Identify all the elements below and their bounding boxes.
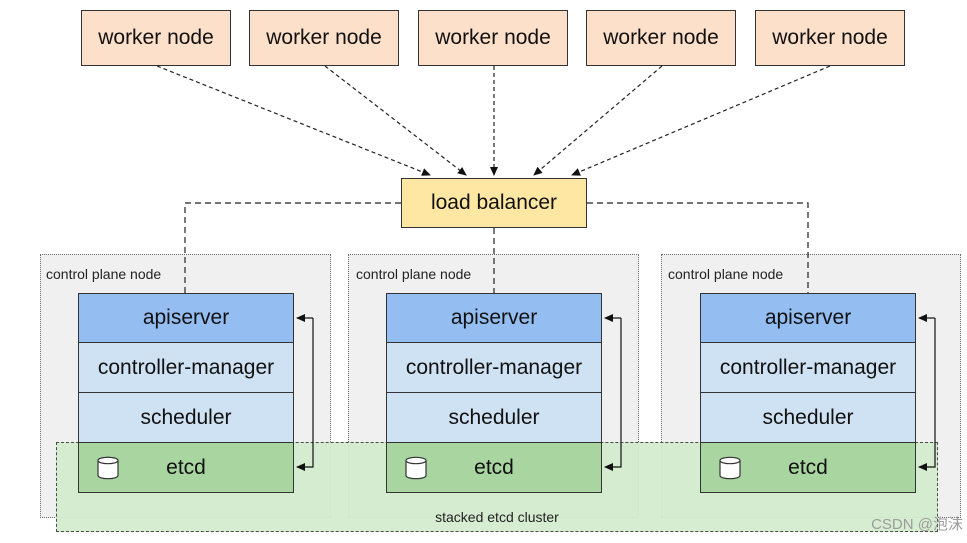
etcd-box: etcd [78,443,294,493]
worker-node-box: worker node [586,10,736,66]
watermark: CSDN @泡沫 [871,516,963,533]
etcd-label: etcd [166,455,206,479]
apiserver-box: apiserver [700,293,916,343]
stacked-etcd-cluster-label: stacked etcd cluster [435,509,559,525]
etcd-label: etcd [788,455,828,479]
worker-to-lb-arrow [533,65,663,176]
worker-node-box: worker node [755,10,905,66]
control-plane-node-label: control plane node [356,266,472,282]
scheduler-box: scheduler [700,393,916,443]
worker-node-box: worker node [249,10,399,66]
scheduler-box: scheduler [78,393,294,443]
apiserver-box: apiserver [386,293,602,343]
etcd-box: etcd [386,443,602,493]
controller-manager-box: controller-manager [700,343,916,393]
control-plane-node-label: control plane node [668,266,784,282]
load-balancer-box: load balancer [401,178,587,228]
controller-manager-box: controller-manager [78,343,294,393]
worker-to-lb-arrow [571,65,831,176]
database-icon [97,456,119,480]
controller-manager-box: controller-manager [386,343,602,393]
apiserver-box: apiserver [78,293,294,343]
scheduler-box: scheduler [386,393,602,443]
worker-node-box: worker node [418,10,568,66]
worker-node-box: worker node [81,10,231,66]
control-plane-node-label: control plane node [46,266,162,282]
etcd-box: etcd [700,443,916,493]
etcd-label: etcd [474,455,514,479]
database-icon [405,456,427,480]
worker-to-lb-arrow [156,65,431,176]
database-icon [719,456,741,480]
worker-to-lb-arrow [324,65,467,176]
